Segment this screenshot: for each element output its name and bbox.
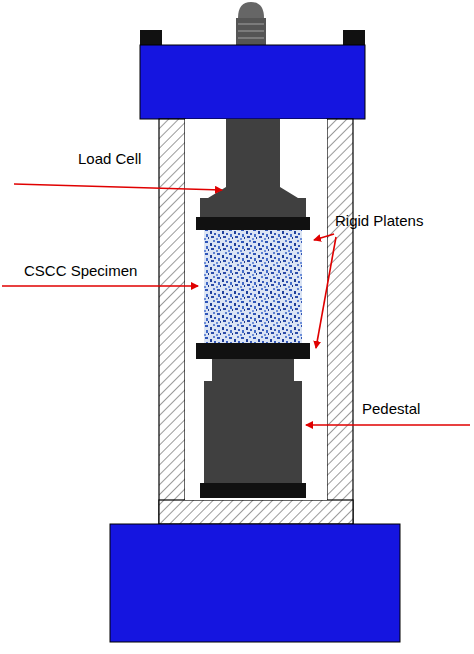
top-knob <box>236 2 266 46</box>
rigid-platen <box>196 343 310 359</box>
crosshead <box>140 45 365 119</box>
frame-bottom <box>159 500 353 524</box>
specimen <box>204 230 302 343</box>
frame-opening <box>185 119 327 500</box>
rigid-platen <box>196 217 310 230</box>
part-label: Pedestal <box>362 400 420 417</box>
load-cell <box>200 119 306 218</box>
leader-arrows <box>2 184 470 425</box>
pedestal <box>204 359 302 483</box>
frame-column <box>327 119 353 524</box>
base <box>110 524 400 642</box>
pedestal-base-plate <box>200 483 306 498</box>
frame-column <box>159 119 185 524</box>
part-label: Rigid Platens <box>335 212 423 229</box>
part-label: CSCC Specimen <box>24 262 137 279</box>
part-label: Load Cell <box>78 150 141 167</box>
